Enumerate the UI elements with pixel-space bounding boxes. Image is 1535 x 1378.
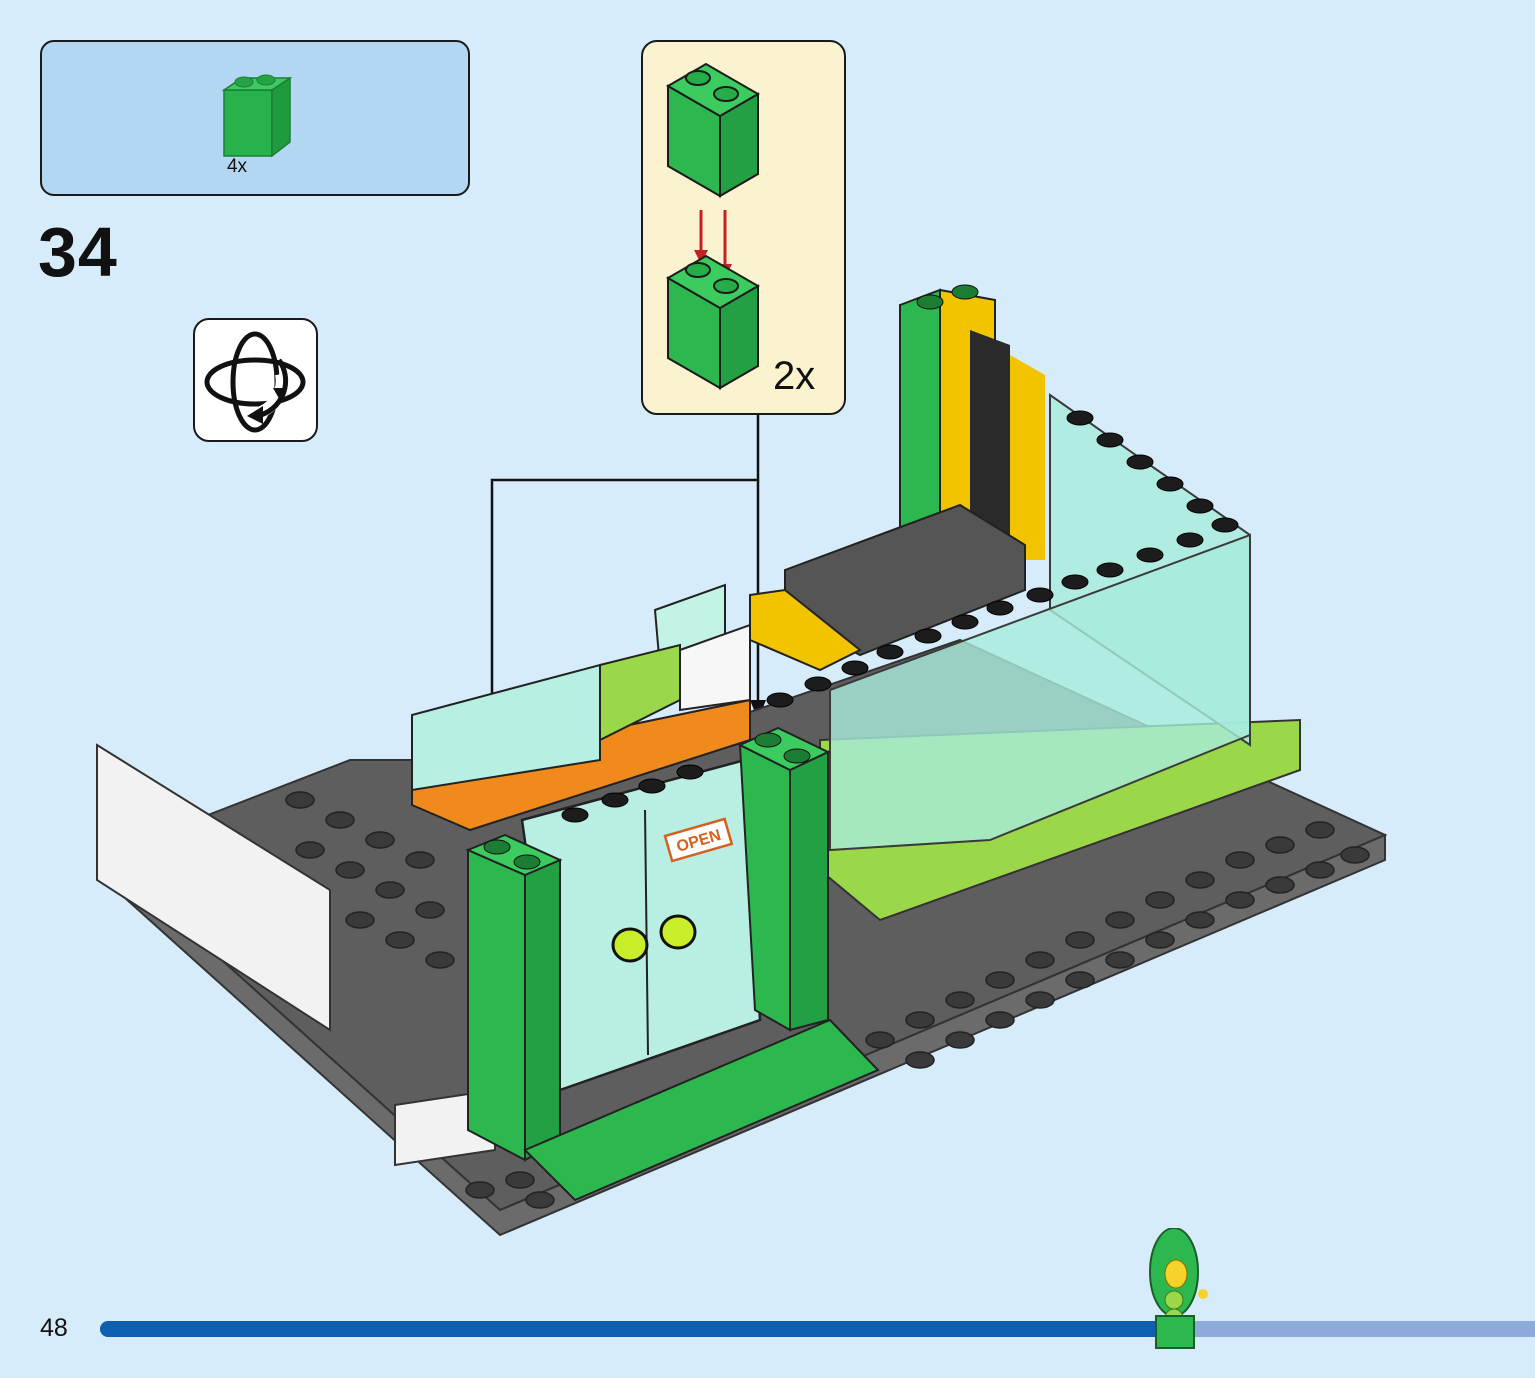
model-illustration: OPEN (96, 284, 1388, 1237)
pea-pod-minifigure-icon (1149, 1228, 1208, 1349)
progress-bar (100, 1321, 1535, 1337)
rotate-model-icon (204, 331, 306, 433)
parts-quantity: 4x (226, 156, 248, 177)
counter (411, 583, 751, 832)
progress-bar-fill (100, 1321, 1177, 1337)
door-pillars (465, 726, 831, 1162)
glass-walls (829, 393, 1251, 852)
upper-brick (666, 62, 760, 198)
lower-brick (666, 254, 760, 390)
page-number: 48 (40, 1314, 68, 1342)
rotate-model-panel (193, 318, 318, 442)
parts-list-panel: 4x (40, 40, 470, 196)
entrance-tiles (523, 1018, 880, 1202)
white-wall (96, 743, 496, 1167)
sub-assembly-panel: 2x (641, 40, 846, 415)
brick-stack-diagram (666, 62, 760, 390)
sub-assembly-quantity: 2x (773, 354, 816, 398)
green-brick-icon (221, 74, 293, 158)
door-frame-studs (561, 764, 704, 823)
baseplate-studs (285, 791, 1370, 1209)
step-number: 34 (38, 213, 118, 291)
glass-top-studs (766, 410, 1239, 708)
